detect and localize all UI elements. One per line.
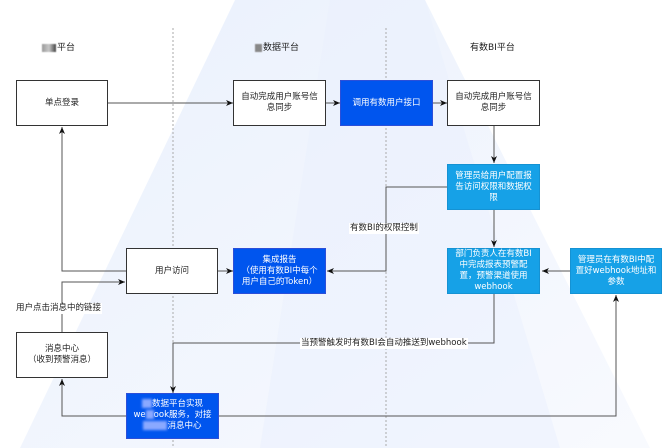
- edge-label-click-link: 用户点击消息中的链接: [15, 303, 103, 314]
- node-admin-config-permission[interactable]: 管理员给用户配置报 告访问权限和数据权 限: [447, 164, 540, 210]
- node-message-center[interactable]: 消息中心 （收到预警消息）: [16, 332, 108, 378]
- node-label: 自动完成用户账号信 息同步: [455, 92, 532, 113]
- node-dept-alert-config[interactable]: 部门负责人在有数BI 中完成报表预警配 置，预警渠道使用 webhook: [447, 248, 540, 294]
- node-auto-sync-bi[interactable]: 自动完成用户账号信 息同步: [447, 80, 540, 126]
- redacted-mark: [255, 43, 262, 52]
- node-auto-sync-data-platform[interactable]: 自动完成用户账号信 息同步: [233, 80, 326, 126]
- edge-label-auto-push: 当预警触发时有数BI会自动推送到webhook: [300, 338, 468, 349]
- node-label-line2: we ook服务，对接: [130, 410, 215, 421]
- lane-title-text: 有数BI平台: [470, 43, 515, 53]
- label-text: 数据平台实现: [151, 399, 203, 409]
- node-label: 消息中心 （收到预警消息）: [27, 344, 96, 365]
- lane-title-youshu-bi: 有数BI平台: [470, 40, 515, 53]
- redacted-mark: [42, 43, 56, 52]
- node-sso-login[interactable]: 单点登录: [16, 80, 108, 126]
- lane-title-text: 数据平台: [263, 43, 300, 53]
- redacted-mark: [145, 410, 154, 419]
- node-label: 集成报告 （使用有数BI中每个 用户自己的Token）: [241, 254, 318, 287]
- redacted-mark: [141, 399, 152, 408]
- node-label: 部门负责人在有数BI 中完成报表预警配 置，预警渠道使用 webhook: [455, 249, 532, 292]
- label-text: 消息中心: [167, 421, 202, 431]
- node-user-access[interactable]: 用户访问: [126, 248, 218, 294]
- redacted-mark: [143, 421, 168, 430]
- node-label: 管理员在有数BI中配 置好webhook地址和 参数: [575, 254, 657, 287]
- node-label: 用户访问: [154, 265, 189, 276]
- node-webhook-service[interactable]: 数据平台实现 we ook服务，对接 消息中心: [126, 393, 219, 439]
- node-call-user-api[interactable]: 调用有数用户接口: [340, 80, 433, 126]
- node-label: 自动完成用户账号信 息同步: [241, 92, 318, 113]
- node-integrated-report[interactable]: 集成报告 （使用有数BI中每个 用户自己的Token）: [233, 248, 326, 294]
- label-text: we: [133, 410, 146, 420]
- edge-label-permission-control: 有数BI的权限控制: [349, 223, 419, 234]
- node-admin-webhook-config[interactable]: 管理员在有数BI中配 置好webhook地址和 参数: [570, 248, 662, 294]
- node-label-line1: 数据平台实现: [130, 399, 215, 410]
- node-label: 调用有数用户接口: [352, 97, 421, 108]
- label-text: ook服务，对接: [153, 410, 212, 420]
- node-label: 单点登录: [44, 97, 79, 108]
- node-label: 管理员给用户配置报 告访问权限和数据权 限: [455, 170, 532, 203]
- lane-title-text: 平台: [57, 43, 76, 53]
- node-label-line3: 消息中心: [130, 421, 215, 432]
- lane-title-platform: 平台: [42, 40, 75, 53]
- lane-title-data-platform: 数据平台: [255, 40, 299, 53]
